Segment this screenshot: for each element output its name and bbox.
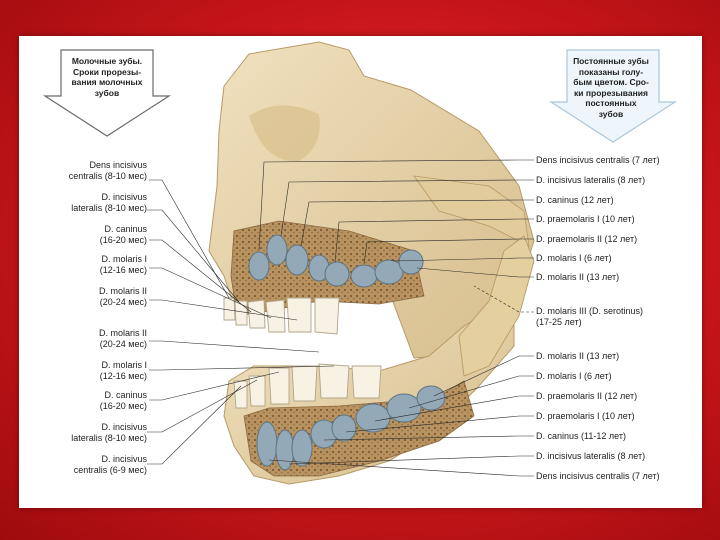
header-permanent-line: ки прорезывания — [574, 87, 648, 98]
header-milk-line: Сроки прорезы- — [72, 66, 142, 77]
header-permanent-line: Постоянные зубы — [573, 56, 649, 66]
label-lower-premolar2-permanent: D. praemolaris II (12 лет) — [536, 391, 637, 402]
zygomatic-arch — [413, 175, 530, 247]
label-lower-canine-permanent: D. caninus (11-12 лет) — [536, 431, 626, 442]
label-upper-molar1-permanent: D. molaris I (6 лет) — [536, 253, 612, 264]
label-line: Dens incisivus centralis (7 лет) — [536, 155, 660, 165]
header-permanent-teeth: Постоянные зубы показаны голу- бым цвето… — [561, 56, 661, 119]
label-line: (20-24 мес) — [99, 297, 147, 307]
label-line: (20-24 мес) — [99, 339, 147, 349]
label-molar3-permanent: D. molaris III (D. serotinus) (17-25 лет… — [536, 306, 643, 328]
header-permanent-line: постоянных — [585, 98, 637, 108]
label-lower-molar2-permanent: D. molaris II (13 лет) — [536, 351, 619, 362]
right-header-arrow — [548, 49, 678, 143]
header-milk-line: зубов — [94, 87, 120, 98]
label-lower-molar2-milk: D. molaris II (20-24 мес) — [29, 328, 147, 350]
diagram-slide: Молочные зубы. Сроки прорезы- вания моло… — [19, 36, 702, 508]
label-line: D. incisivus lateralis (8 лет) — [536, 175, 646, 185]
label-line: D. molaris I — [101, 360, 147, 370]
label-line: Dens incisivus centralis (7 лет) — [536, 471, 660, 481]
label-lower-lateral-incisor-permanent: D. incisivus lateralis (8 лет) — [536, 451, 645, 462]
label-line: D. incisivus — [101, 192, 147, 202]
label-line: lateralis (8-10 мес) — [71, 203, 147, 213]
label-line: D. molaris II (13 лет) — [536, 272, 620, 282]
label-lower-molar1-permanent: D. molaris I (6 лет) — [536, 371, 612, 382]
header-permanent-line: бым цветом. Сро- — [573, 77, 649, 87]
right-leader-lines — [258, 159, 534, 477]
label-line: D. praemolaris II (12 лет) — [536, 391, 638, 401]
label-line: D. molaris II — [98, 328, 147, 338]
label-line: D. caninus (12 лет) — [536, 195, 614, 205]
header-milk-teeth: Молочные зубы. Сроки прорезы- вания моло… — [57, 56, 157, 98]
label-line: D. molaris II (13 лет) — [536, 351, 620, 361]
label-line: D. caninus (11-12 лет) — [536, 431, 626, 441]
label-line: D. molaris I (6 лет) — [536, 253, 612, 263]
label-line: D. caninus — [104, 224, 147, 234]
label-line: D. praemolaris II (12 лет) — [536, 234, 638, 244]
left-leader-lines — [147, 179, 335, 465]
label-upper-canine-milk: D. caninus (16-20 мес) — [29, 224, 147, 246]
label-line: (17-25 лет) — [536, 317, 582, 327]
label-line: D. caninus — [104, 390, 147, 400]
label-upper-canine-permanent: D. caninus (12 лет) — [536, 195, 614, 206]
label-upper-molar2-milk: D. molaris II (20-24 мес) — [29, 286, 147, 308]
label-line: D. praemolaris I (10 лет) — [536, 411, 635, 421]
label-line: Dens incisivus — [89, 160, 147, 170]
label-line: centralis (8-10 мес) — [68, 171, 147, 181]
label-upper-central-incisor-permanent: Dens incisivus centralis (7 лет) — [536, 155, 660, 166]
label-line: D. incisivus — [101, 454, 147, 464]
label-upper-central-incisor-milk: Dens incisivus centralis (8-10 мес) — [29, 160, 147, 182]
mandibular-ramus — [458, 235, 535, 377]
label-line: D. molaris I — [101, 254, 147, 264]
label-upper-premolar1-permanent: D. praemolaris I (10 лет) — [536, 214, 635, 225]
label-line: (12-16 мес) — [99, 371, 147, 381]
label-line: D. molaris I (6 лет) — [536, 371, 612, 381]
label-line: centralis (6-9 мес) — [73, 465, 147, 475]
label-line: (12-16 мес) — [99, 265, 147, 275]
label-lower-central-incisor-permanent: Dens incisivus centralis (7 лет) — [536, 471, 660, 482]
label-upper-molar2-permanent: D. molaris II (13 лет) — [536, 272, 619, 283]
label-upper-lateral-incisor-milk: D. incisivus lateralis (8-10 мес) — [29, 192, 147, 214]
lower-permanent-germs — [256, 385, 446, 471]
label-upper-molar1-milk: D. molaris I (12-16 мес) — [29, 254, 147, 276]
label-upper-lateral-incisor-permanent: D. incisivus lateralis (8 лет) — [536, 175, 645, 186]
header-permanent-line: показаны голу- — [578, 66, 644, 77]
label-lower-lateral-incisor-milk: D. incisivus lateralis (8-10 мес) — [29, 422, 147, 444]
label-line: D. incisivus — [101, 422, 147, 432]
label-lower-molar1-milk: D. molaris I (12-16 мес) — [29, 360, 147, 382]
lower-milk-teeth — [233, 363, 382, 409]
orbit-shadow — [249, 105, 320, 162]
header-milk-line: вания молочных — [71, 77, 143, 87]
label-line: D. incisivus lateralis (8 лет) — [536, 451, 646, 461]
label-lower-canine-milk: D. caninus (16-20 мес) — [29, 390, 147, 412]
label-line: (16-20 мес) — [99, 401, 147, 411]
upper-permanent-germs — [248, 234, 424, 288]
label-lower-premolar1-permanent: D. praemolaris I (10 лет) — [536, 411, 635, 422]
label-line: D. molaris III (D. serotinus) — [536, 306, 644, 316]
upper-milk-teeth — [223, 297, 340, 335]
label-line: D. praemolaris I (10 лет) — [536, 214, 635, 224]
header-permanent-line: зубов — [598, 108, 624, 119]
label-upper-premolar2-permanent: D. praemolaris II (12 лет) — [536, 234, 637, 245]
header-milk-line: Молочные зубы. — [71, 56, 143, 66]
label-line: lateralis (8-10 мес) — [71, 433, 147, 443]
left-header-arrow — [42, 49, 172, 137]
label-line: D. molaris II — [98, 286, 147, 296]
jaw-illustration — [42, 41, 678, 485]
label-lower-central-incisor-milk: D. incisivus centralis (6-9 мес) — [29, 454, 147, 476]
label-line: (16-20 мес) — [99, 235, 147, 245]
